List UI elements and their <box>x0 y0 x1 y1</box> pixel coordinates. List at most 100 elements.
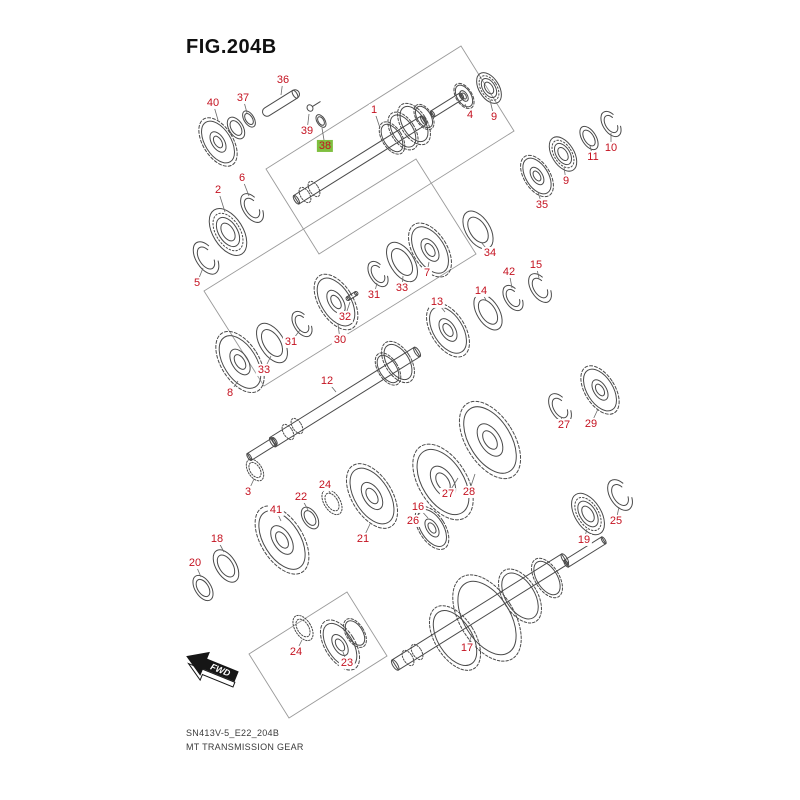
part-callout-1[interactable]: 1 <box>368 103 380 117</box>
gear-drawing <box>580 365 620 415</box>
ring-drawing <box>212 549 240 583</box>
part-callout-8[interactable]: 8 <box>224 386 236 400</box>
part-callout-27[interactable]: 27 <box>555 418 573 432</box>
part-callout-18[interactable]: 18 <box>208 532 226 546</box>
gear-teeth-drawing <box>374 352 402 386</box>
part-callout-38[interactable]: 38 <box>316 139 334 153</box>
gear-drawing <box>215 330 265 394</box>
part-callout-3[interactable]: 3 <box>242 485 254 499</box>
part-callout-20[interactable]: 20 <box>186 556 204 570</box>
part-callout-19[interactable]: 19 <box>575 533 593 547</box>
gear-drawing <box>412 443 474 521</box>
part-callout-9[interactable]: 9 <box>560 174 572 188</box>
part-callout-21[interactable]: 21 <box>354 532 372 546</box>
part-callout-13[interactable]: 13 <box>428 295 446 309</box>
ring-drawing <box>242 110 256 128</box>
gear-drawing <box>408 222 452 278</box>
gear-teeth-drawing <box>531 557 563 599</box>
fwd-arrow-base <box>187 662 236 688</box>
part-callout-16[interactable]: 16 <box>409 500 427 514</box>
footer: SN413V-5_E22_204B MT TRANSMISSION GEAR <box>186 726 304 754</box>
gear-drawing <box>345 463 399 529</box>
shaft-drawing <box>563 536 607 568</box>
gear-drawing <box>254 505 310 575</box>
bearing-drawing <box>548 136 578 172</box>
figure-title: FIG.204B <box>186 36 277 58</box>
part-callout-37[interactable]: 37 <box>234 91 252 105</box>
gear-teeth-drawing <box>381 340 415 384</box>
part-callout-27[interactable]: 27 <box>439 487 457 501</box>
part-callout-36[interactable]: 36 <box>274 73 292 87</box>
part-callout-4[interactable]: 4 <box>464 108 476 122</box>
needle-bearing-drawing <box>245 458 265 482</box>
group-box <box>248 591 388 719</box>
bolt-drawing <box>306 101 321 112</box>
exploded-view-drawing <box>192 45 633 719</box>
part-callout-9[interactable]: 9 <box>488 110 500 124</box>
spline-drawing <box>401 649 415 667</box>
part-callout-29[interactable]: 29 <box>582 417 600 431</box>
gear-drawing <box>426 302 470 358</box>
snap-ring-drawing <box>607 479 633 511</box>
part-callout-11[interactable]: 11 <box>585 150 601 164</box>
needle-bearing-drawing <box>292 614 314 642</box>
part-callout-24[interactable]: 24 <box>287 645 305 659</box>
part-callout-17[interactable]: 17 <box>458 641 476 655</box>
gear-teeth-drawing <box>498 568 542 624</box>
bearing-drawing <box>571 492 605 536</box>
part-callout-22[interactable]: 22 <box>292 490 310 504</box>
part-callout-31[interactable]: 31 <box>365 288 383 302</box>
part-callout-10[interactable]: 10 <box>602 141 620 155</box>
fwd-arrow-body <box>186 651 239 682</box>
shaft-drawing <box>390 553 570 671</box>
part-callout-32[interactable]: 32 <box>336 310 354 324</box>
gear-drawing <box>458 400 522 480</box>
spline-drawing <box>410 643 424 661</box>
part-callout-28[interactable]: 28 <box>460 485 478 499</box>
shaft-drawing <box>429 92 465 118</box>
gear-drawing <box>520 154 554 198</box>
part-callout-6[interactable]: 6 <box>236 171 248 185</box>
ring-drawing <box>300 506 320 530</box>
gear-drawing <box>453 82 475 110</box>
shaft-drawing <box>246 436 278 462</box>
gear-teeth-drawing <box>428 605 482 671</box>
part-callout-15[interactable]: 15 <box>527 258 545 272</box>
part-callout-34[interactable]: 34 <box>481 246 499 260</box>
gear-drawing <box>198 117 238 167</box>
part-callout-33[interactable]: 33 <box>255 363 273 377</box>
part-callout-40[interactable]: 40 <box>204 96 222 110</box>
part-callout-25[interactable]: 25 <box>607 514 625 528</box>
part-callout-30[interactable]: 30 <box>331 333 349 347</box>
ring-drawing <box>315 114 327 128</box>
part-callout-39[interactable]: 39 <box>298 124 316 138</box>
figure-code: SN413V-5_E22_204B <box>186 728 280 738</box>
part-callout-24[interactable]: 24 <box>316 478 334 492</box>
part-callout-42[interactable]: 42 <box>500 265 518 279</box>
part-callout-2[interactable]: 2 <box>212 183 224 197</box>
part-callout-12[interactable]: 12 <box>318 374 336 388</box>
part-callout-23[interactable]: 23 <box>338 656 356 670</box>
snap-ring-drawing <box>502 284 524 312</box>
spline-drawing <box>307 180 321 198</box>
part-callout-35[interactable]: 35 <box>533 198 551 212</box>
spline-drawing <box>281 423 295 441</box>
part-callout-5[interactable]: 5 <box>191 276 203 290</box>
part-callout-14[interactable]: 14 <box>472 284 490 298</box>
spline-drawing <box>298 186 312 204</box>
figure-caption: MT TRANSMISSION GEAR <box>186 742 304 752</box>
ring-drawing <box>256 322 288 364</box>
part-callout-33[interactable]: 33 <box>393 281 411 295</box>
part-callout-41[interactable]: 41 <box>267 503 285 517</box>
fwd-arrow: FWD <box>186 651 239 688</box>
gear-teeth-drawing <box>397 102 431 146</box>
part-callout-31[interactable]: 31 <box>282 335 300 349</box>
snap-ring-drawing <box>367 260 389 288</box>
group-box <box>265 45 515 255</box>
part-callout-7[interactable]: 7 <box>421 266 433 280</box>
snap-ring-drawing <box>600 110 622 138</box>
part-callout-26[interactable]: 26 <box>404 514 422 528</box>
